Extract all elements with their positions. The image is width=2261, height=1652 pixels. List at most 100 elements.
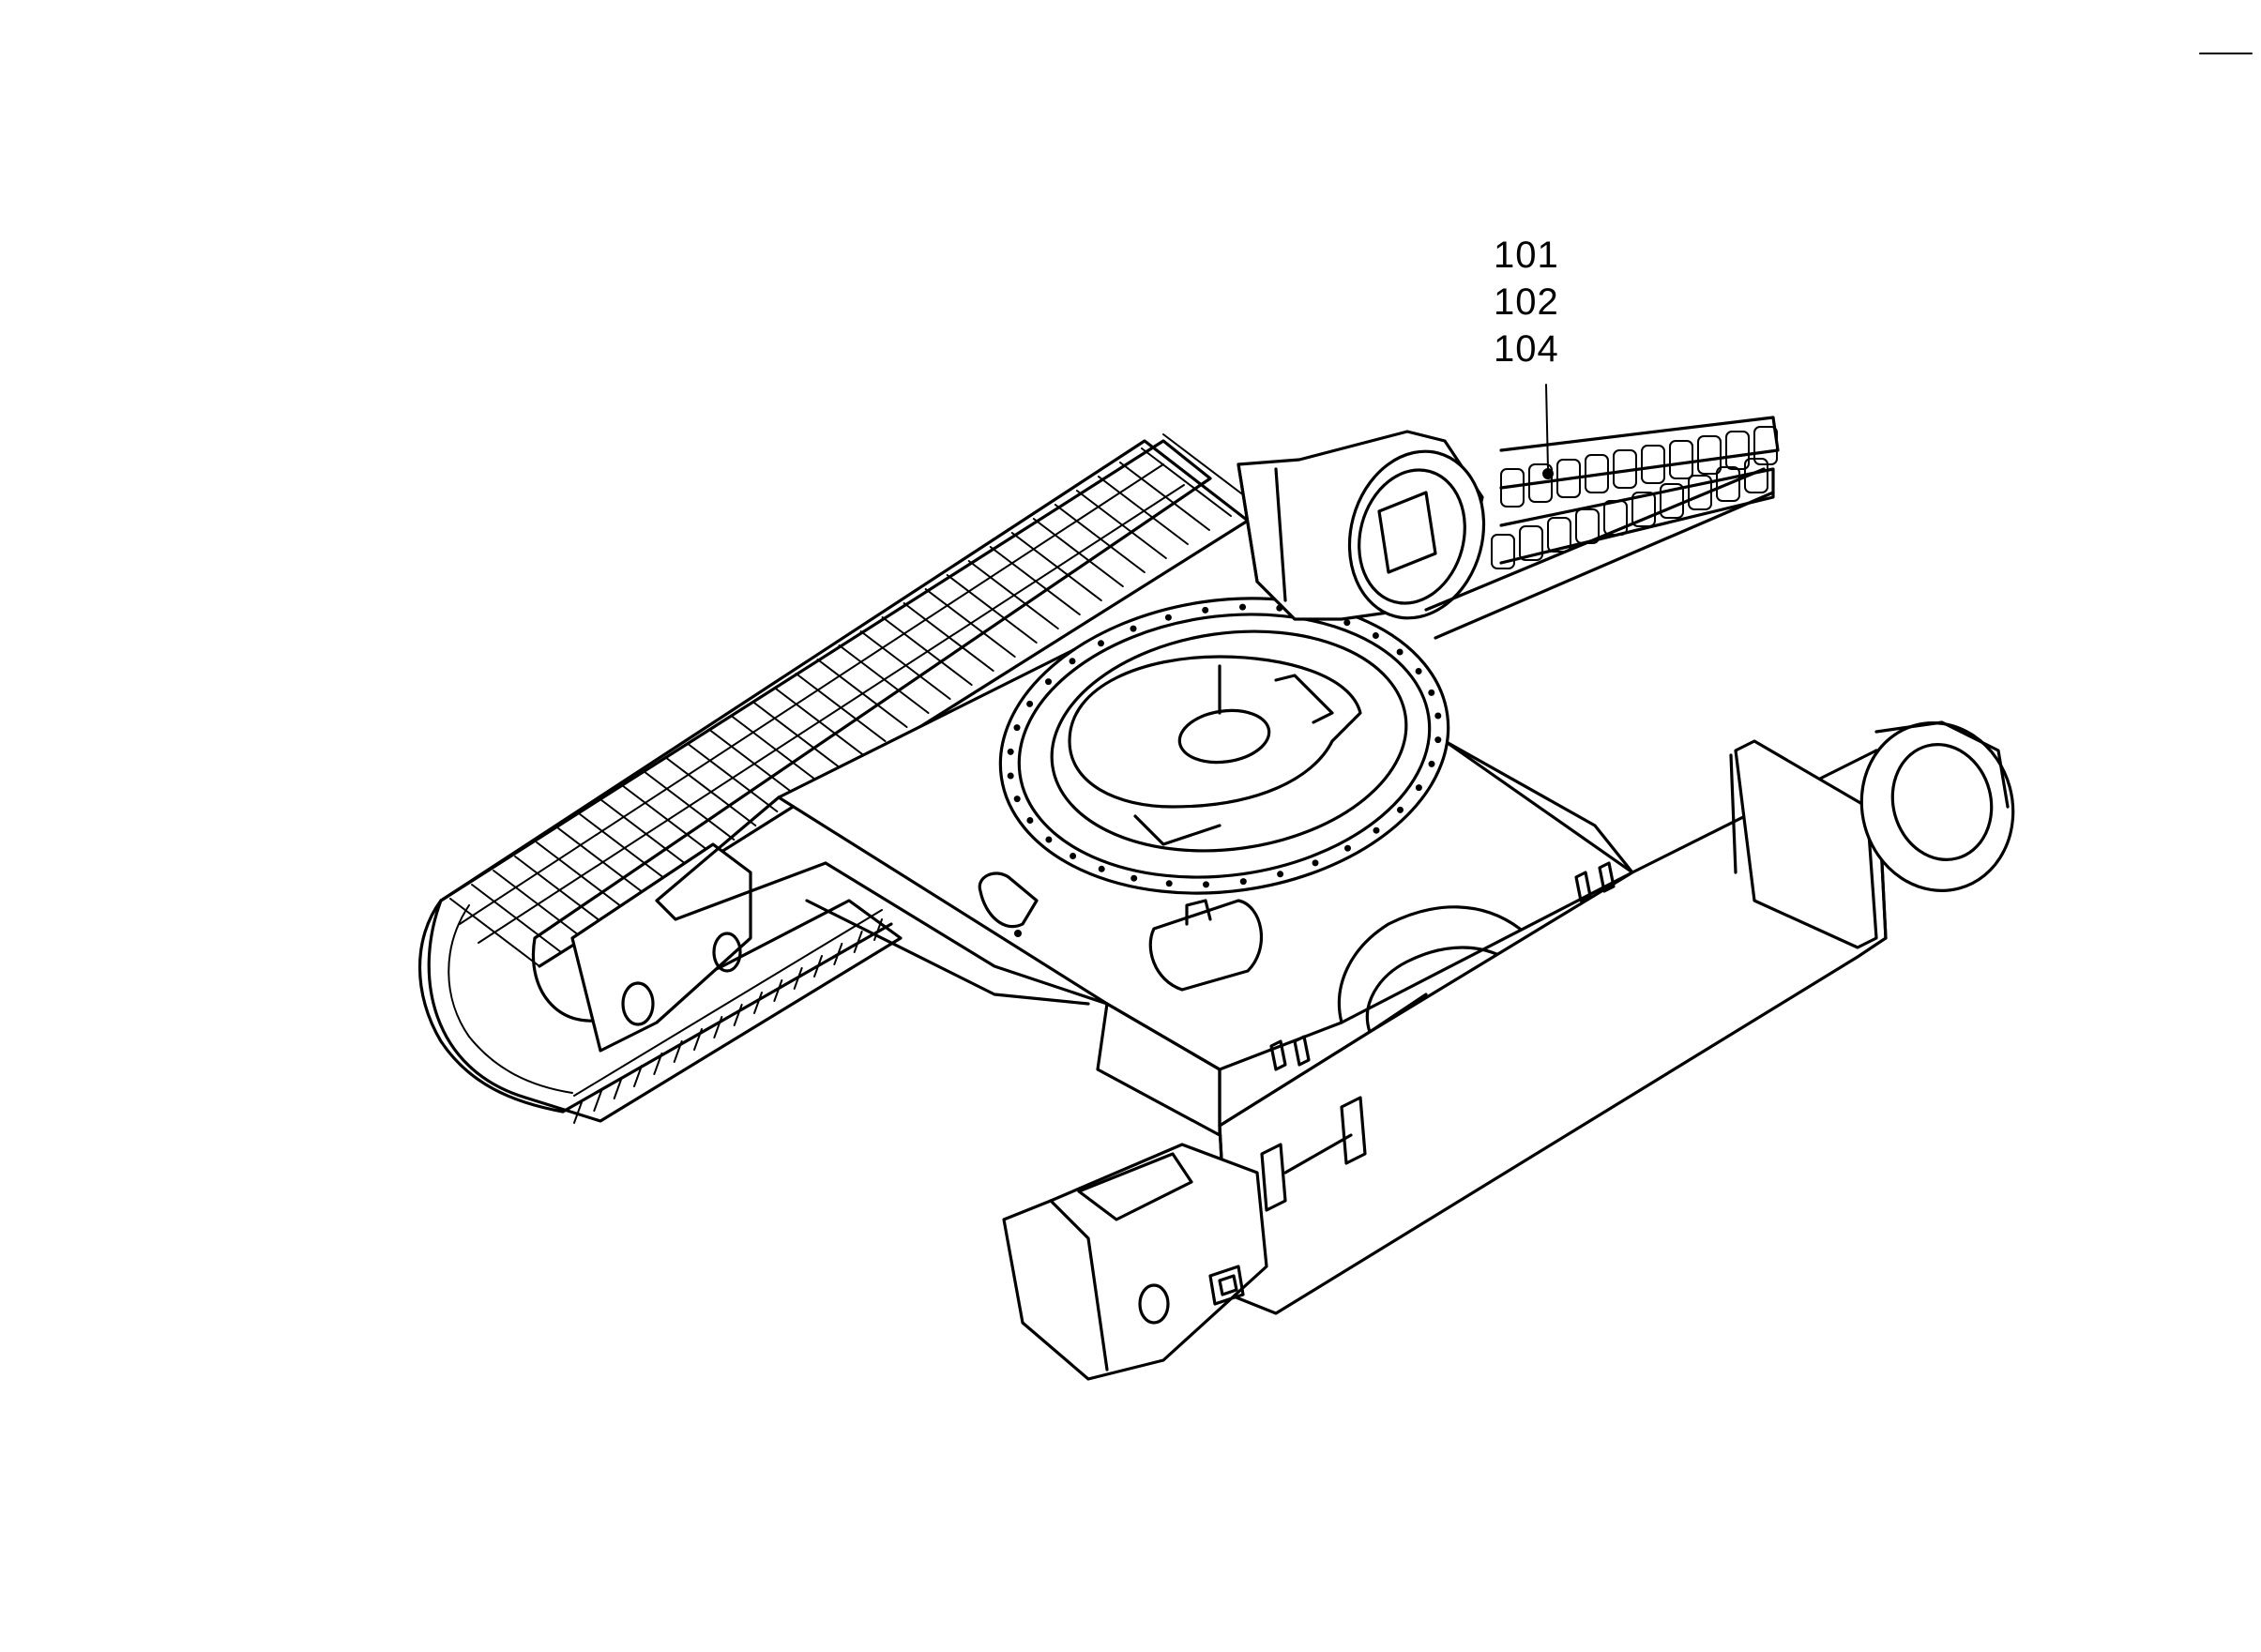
track-grouser: [1075, 490, 1167, 559]
track-grouser: [813, 955, 823, 978]
track-grouser: [773, 687, 865, 756]
track-link: [1491, 534, 1515, 569]
ring-bolt-hole: [1428, 689, 1435, 696]
track-grouser: [471, 884, 563, 953]
ring-bolt-hole: [1277, 871, 1284, 878]
track-grouser: [557, 827, 649, 897]
track-grouser: [1010, 532, 1102, 601]
track-grouser: [600, 799, 692, 869]
ring-bolt-hole: [1343, 619, 1351, 627]
track-grouser: [833, 943, 843, 965]
track-grouser: [967, 560, 1059, 629]
ring-bolt-hole: [1165, 880, 1173, 887]
track-grouser: [924, 588, 1016, 658]
ring-bolt-hole: [1203, 881, 1209, 888]
callout-label-101: 101: [1494, 235, 1559, 276]
idler-assembly: [1237, 416, 1780, 640]
track-grouser: [946, 574, 1038, 644]
ring-bolt-hole: [1130, 625, 1137, 632]
track-grouser: [859, 630, 951, 700]
track-grouser: [881, 616, 973, 686]
track-grouser: [989, 546, 1081, 615]
callout-leader-line: [1545, 384, 1549, 470]
track-grouser: [633, 1065, 643, 1087]
track-grouser: [903, 602, 994, 672]
ring-bolt-hole: [1415, 668, 1422, 674]
track-grousers-bottom: [573, 918, 883, 1124]
track-grouser: [579, 813, 671, 883]
ring-bolt-hole: [1070, 853, 1077, 859]
track-grouser: [751, 701, 843, 770]
ring-bolt-hole: [1098, 640, 1104, 647]
ring-bolt-hole: [1045, 836, 1053, 843]
ring-bolt-hole: [1202, 606, 1209, 614]
track-grouser: [687, 743, 779, 812]
track-link: [1631, 492, 1656, 527]
track-grouser: [653, 1053, 663, 1075]
track-grouser: [773, 979, 783, 1002]
ring-bolt-hole: [1372, 632, 1379, 639]
track-grouser: [673, 1040, 683, 1063]
ring-bolt-hole: [1026, 700, 1034, 707]
ring-bolt-hole: [1239, 878, 1247, 886]
track-link: [1660, 483, 1684, 519]
ring-bolt-hole: [1434, 712, 1442, 720]
track-grouser: [665, 757, 757, 826]
ring-bolt-hole: [1239, 603, 1246, 611]
track-grouser: [1162, 433, 1253, 503]
ring-bolt-hole: [1013, 724, 1021, 732]
ring-bolt-hole: [1397, 806, 1404, 813]
ring-bolt-hole: [1396, 648, 1404, 656]
callout-label-104: 104: [1494, 328, 1559, 370]
track-grouser: [793, 967, 803, 990]
ring-bolt-hole: [1164, 614, 1172, 621]
track-grouser: [838, 644, 930, 714]
track-link: [1697, 435, 1722, 475]
track-grouser: [730, 715, 822, 784]
track-grouser: [853, 931, 863, 953]
ring-bolt-hole: [1373, 826, 1380, 834]
track-grousers-top: [449, 433, 1253, 967]
track-grouser: [1054, 504, 1146, 573]
ring-bolt-hole: [1428, 760, 1435, 767]
track-grouser: [593, 1089, 603, 1112]
ring-bolt-hole: [1013, 796, 1021, 803]
track-link: [1716, 466, 1740, 502]
right-track-frame: [1002, 720, 2015, 1381]
track-link: [1547, 517, 1571, 553]
left-track-frame: [570, 842, 752, 1053]
track-grouser: [693, 1028, 703, 1051]
track-grouser: [644, 771, 736, 841]
ring-bolt-hole: [1415, 784, 1422, 792]
track-link: [1641, 445, 1665, 484]
ring-bolt-hole: [1344, 844, 1351, 852]
track-grouser: [753, 992, 763, 1014]
track-grouser: [613, 1077, 623, 1099]
track-grouser: [713, 1016, 723, 1038]
track-grouser: [1097, 476, 1189, 545]
left-track: [418, 433, 1253, 1124]
track-grouser: [708, 729, 800, 798]
callout-label-102: 102: [1494, 281, 1559, 323]
ring-bolt-hole: [1312, 859, 1319, 867]
track-grouser: [733, 1004, 743, 1026]
track-grouser: [493, 870, 584, 939]
ring-bolt-hole: [1069, 658, 1076, 665]
track-grouser: [1118, 462, 1210, 531]
track-grouser: [622, 785, 714, 855]
callout-pointer-dot: [1542, 468, 1554, 479]
track-grouser: [1140, 447, 1232, 517]
track-grouser: [536, 841, 628, 911]
ring-bolt-hole: [1007, 772, 1014, 780]
track-link: [1669, 440, 1693, 479]
track-grouser: [573, 1101, 583, 1124]
track-grouser: [1032, 518, 1124, 587]
ring-bolt-hole: [1007, 748, 1014, 755]
track-grouser: [514, 856, 606, 925]
ring-bolt-hole: [1045, 678, 1052, 686]
ring-bolt-hole: [1098, 865, 1105, 872]
track-grouser: [795, 673, 887, 742]
track-link: [1519, 525, 1543, 561]
track-grouser: [816, 659, 908, 728]
